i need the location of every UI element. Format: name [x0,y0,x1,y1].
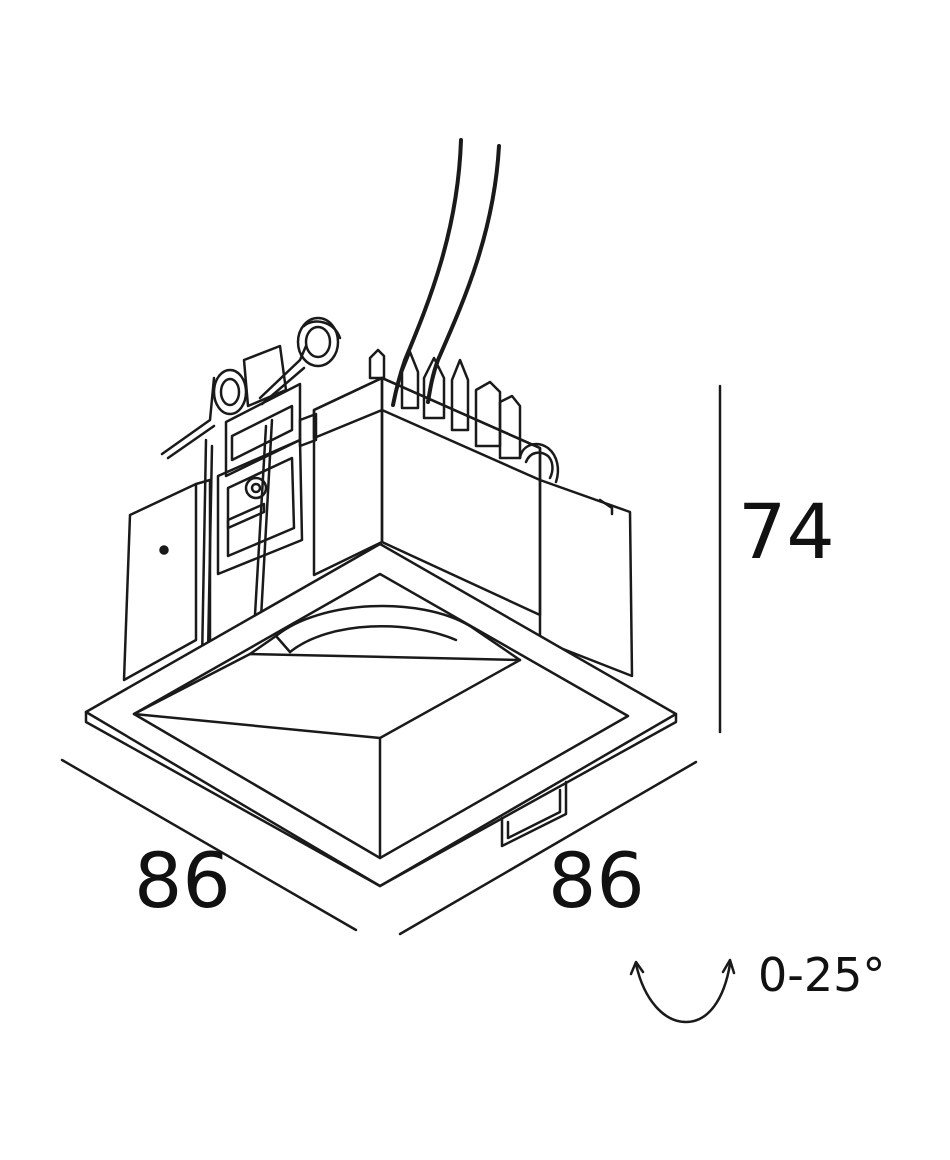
width-right-dimension-line [398,760,698,936]
left-spring-clip [160,316,342,664]
tilt-lever [500,780,568,848]
right-spring-clip [518,442,560,484]
dimension-lines [60,384,722,936]
heatsink-fins [368,348,522,460]
supply-cable [391,138,501,407]
tilt-arrows-icon [629,958,736,1024]
height-dimension-label: 74 [738,487,835,576]
width-left-dimension-line [60,758,358,932]
trim-bezel [84,542,678,888]
tilt-angle-label: 0-25° [758,948,886,1002]
tilting-cup [132,604,522,860]
width-right-dimension-label: 86 [548,836,645,925]
width-left-dimension-label: 86 [134,836,231,925]
